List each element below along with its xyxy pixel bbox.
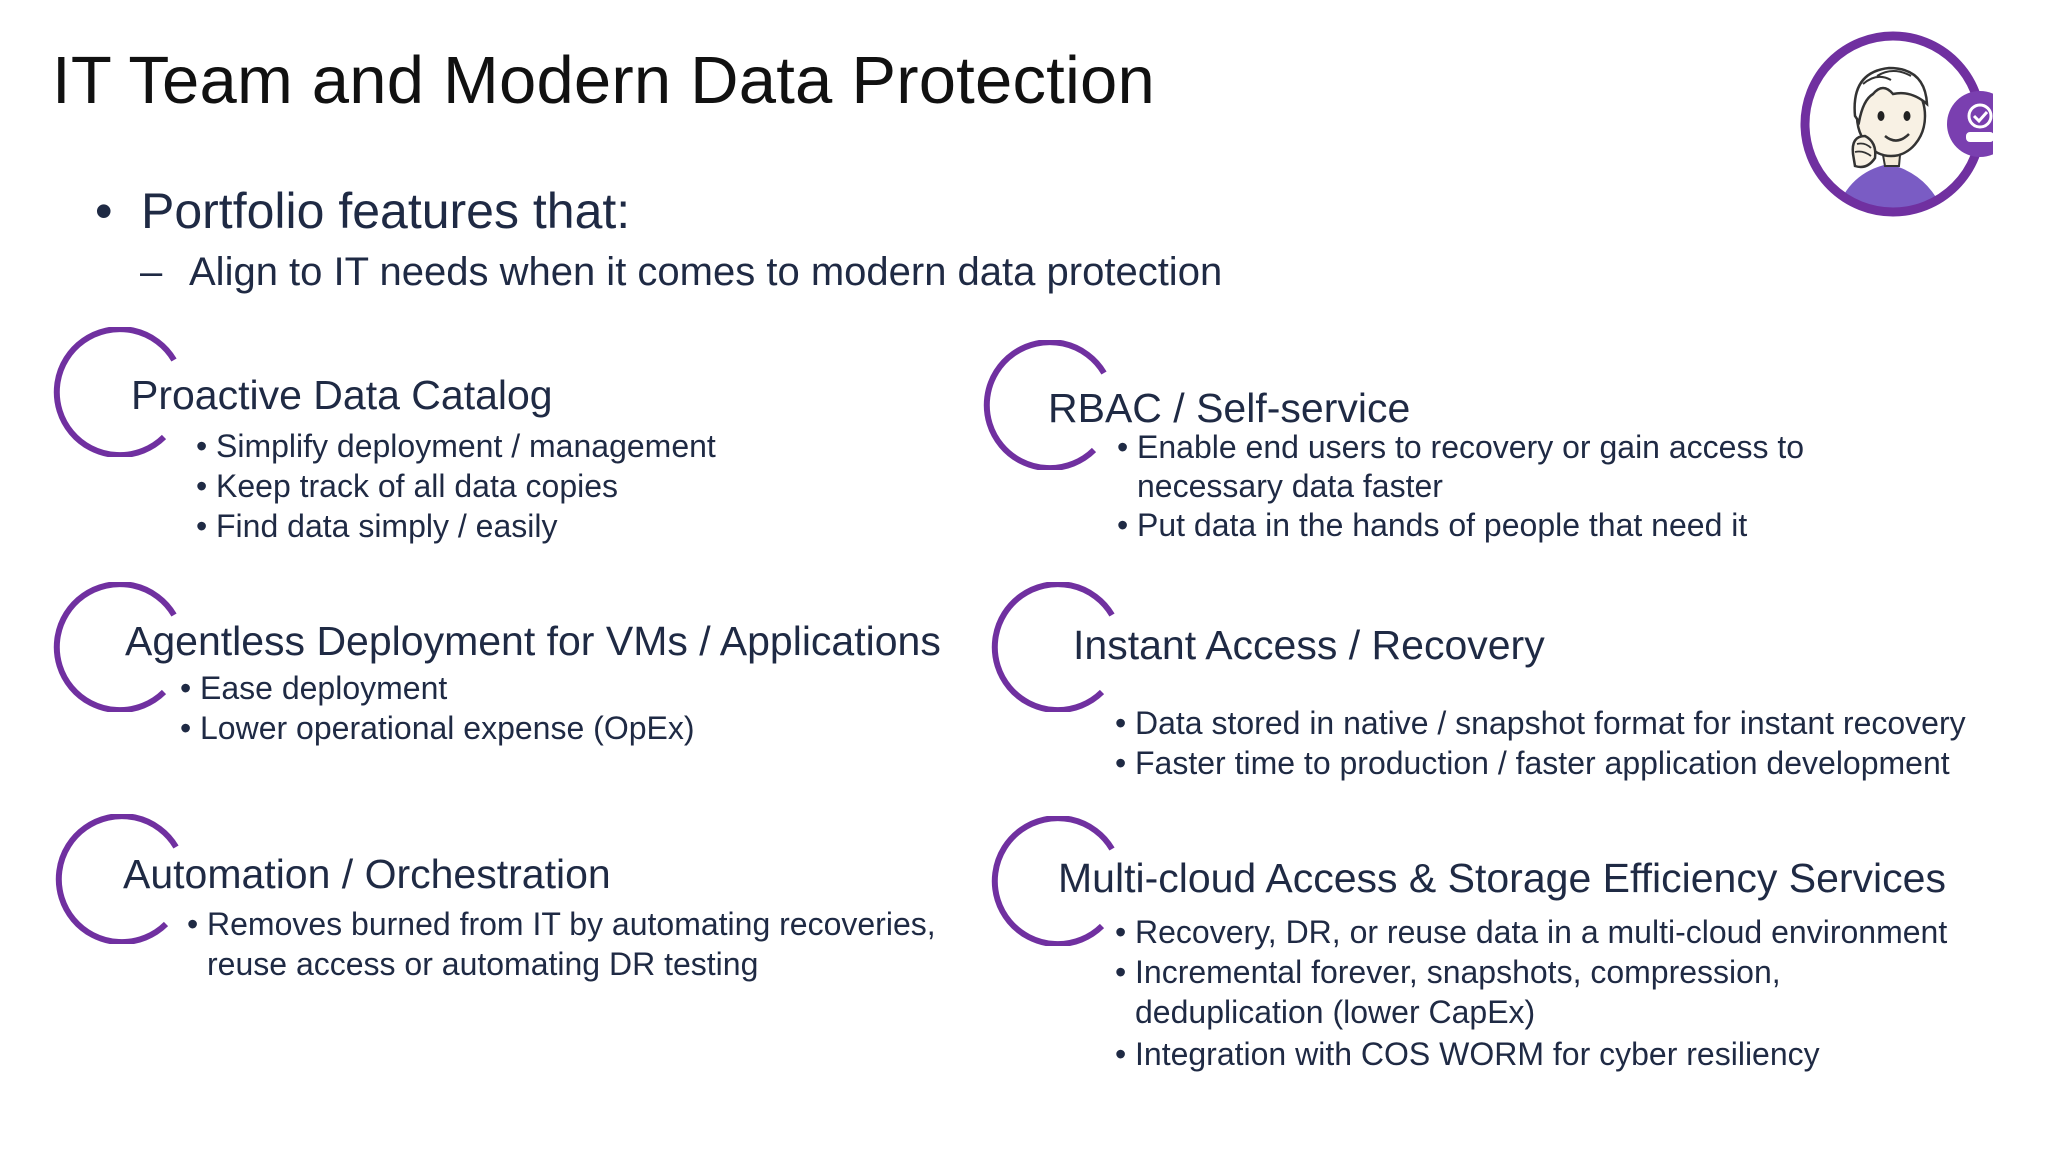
sub-bullet: –Align to IT needs when it comes to mode… <box>140 250 1222 295</box>
list-item: Find data simply / easily <box>196 506 716 546</box>
feature-arc-automation-orchestration <box>55 814 179 944</box>
feature-arc-instant-access-recovery <box>991 582 1115 712</box>
slide-title: IT Team and Modern Data Protection <box>52 43 1155 118</box>
presenter-avatar <box>1793 24 2013 224</box>
list-item: Faster time to production / faster appli… <box>1115 743 1966 783</box>
feature-arc-proactive-data-catalog <box>53 327 177 457</box>
feature-list-rbac-self-service: Enable end users to recovery or gain acc… <box>1117 428 1877 545</box>
presenter-avatar-icon <box>1800 31 2013 217</box>
list-item: Put data in the hands of people that nee… <box>1117 506 1877 545</box>
feature-title-instant-access-recovery: Instant Access / Recovery <box>1073 622 1545 668</box>
list-item: Integration with COS WORM for cyber resi… <box>1115 1034 1947 1074</box>
feature-list-automation-orchestration: Removes burned from IT by automating rec… <box>187 904 1007 984</box>
feature-list-multi-cloud-access: Recovery, DR, or reuse data in a multi-c… <box>1115 912 1947 1074</box>
bullet-dash: – <box>140 250 163 294</box>
list-item-text: Removes burned from IT by automating rec… <box>207 906 936 982</box>
list-item: Enable end users to recovery or gain acc… <box>1117 428 1877 506</box>
list-item: Keep track of all data copies <box>196 466 716 506</box>
list-item: Recovery, DR, or reuse data in a multi-c… <box>1115 912 1947 952</box>
feature-arc-multi-cloud-access <box>991 816 1115 946</box>
feature-title-automation-orchestration: Automation / Orchestration <box>123 851 611 897</box>
list-item: Simplify deployment / management <box>196 426 716 466</box>
list-item: Data stored in native / snapshot format … <box>1115 703 1966 743</box>
list-item: Ease deployment <box>180 668 695 708</box>
feature-arc-agentless-deployment <box>53 582 177 712</box>
list-item-text: Incremental forever, snapshots, compress… <box>1135 954 1781 1030</box>
bullet-dot: • <box>95 183 113 239</box>
feature-list-proactive-data-catalog: Simplify deployment / management Keep tr… <box>196 426 716 546</box>
main-bullet-text: Portfolio features that: <box>141 183 631 239</box>
feature-title-proactive-data-catalog: Proactive Data Catalog <box>131 372 553 418</box>
feature-list-instant-access-recovery: Data stored in native / snapshot format … <box>1115 703 1966 783</box>
sub-bullet-text: Align to IT needs when it comes to moder… <box>189 250 1223 294</box>
feature-title-multi-cloud-access: Multi-cloud Access & Storage Efficiency … <box>1058 855 1946 901</box>
list-item-text: Enable end users to recovery or gain acc… <box>1137 429 1805 504</box>
feature-title-rbac-self-service: RBAC / Self-service <box>1048 385 1411 431</box>
list-item: Incremental forever, snapshots, compress… <box>1115 952 1947 1032</box>
feature-list-agentless-deployment: Ease deployment Lower operational expens… <box>180 668 695 748</box>
list-item: Removes burned from IT by automating rec… <box>187 904 1007 984</box>
main-bullet: • Portfolio features that: <box>95 182 630 240</box>
feature-title-agentless-deployment: Agentless Deployment for VMs / Applicati… <box>125 618 941 664</box>
list-item: Lower operational expense (OpEx) <box>180 708 695 748</box>
feature-arc-rbac-self-service <box>983 340 1107 470</box>
